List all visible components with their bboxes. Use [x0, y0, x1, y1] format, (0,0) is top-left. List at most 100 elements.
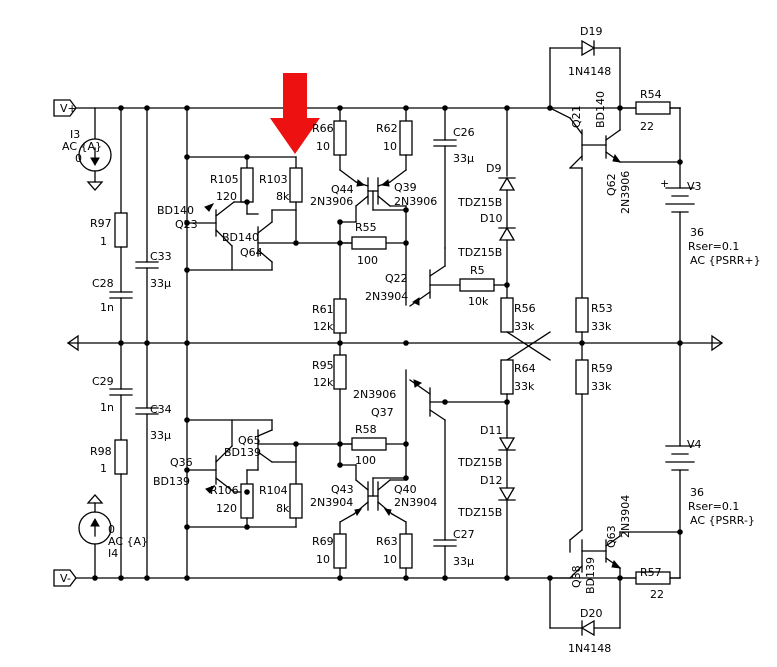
q64-name: Q64: [240, 246, 263, 259]
c34-value: 33μ: [150, 429, 171, 442]
d11-name: D11: [480, 424, 502, 437]
q63-name: Q63: [605, 525, 618, 548]
v4-voltage: 36: [690, 486, 704, 499]
d12-type: TDZ15B: [457, 506, 502, 519]
r64-name: R64: [514, 362, 536, 375]
resistor-r66: [333, 120, 347, 156]
i3-value: 0: [75, 152, 82, 165]
r98-value: 1: [100, 462, 107, 475]
resistor-r106: [240, 483, 254, 519]
q40-name: Q40: [394, 483, 417, 496]
resistor-r55: [351, 236, 387, 250]
r58-name: R58: [355, 423, 377, 436]
q44-name: Q44: [331, 183, 354, 196]
rails: [67, 107, 721, 579]
r55-name: R55: [355, 221, 377, 234]
q40-type: 2N3904: [394, 496, 437, 509]
q21-name: Q21: [570, 105, 583, 128]
r59-name: R59: [591, 362, 613, 375]
q36-name: Q36: [170, 456, 193, 469]
r106-value: 120: [216, 502, 237, 515]
v3-name: V3: [687, 180, 702, 193]
q63-type: 2N3904: [619, 495, 632, 538]
q22-name: Q22: [385, 272, 408, 285]
ground-arrow-right: [711, 334, 724, 352]
resistor-r58: [351, 437, 387, 451]
c33-value: 33μ: [150, 277, 171, 290]
r63-value: 10: [383, 553, 397, 566]
port-vplus: V+: [53, 99, 77, 117]
r104-value: 8k: [276, 502, 290, 515]
i3-spec: AC {A}: [62, 140, 102, 153]
r69-value: 10: [316, 553, 330, 566]
r63-name: R63: [376, 535, 398, 548]
resistor-r104: [289, 483, 303, 519]
r5-value: 10k: [468, 295, 489, 308]
q23-type: BD140: [157, 204, 194, 217]
port-vminus: V-: [53, 569, 77, 587]
r104-name: R104: [259, 484, 288, 497]
d11-type: TDZ15B: [457, 456, 502, 469]
lower-driver-stage: R95 12k 2N3906 Q37 R58 100 Q43 2N3904 Q4…: [310, 342, 508, 579]
v3-rser: Rser=0.1: [688, 240, 739, 253]
lower-vbe-multiplier: Q65 BD139 Q36 BD139 R106 120 R104 8k: [153, 419, 407, 528]
d19-type: 1N4148: [568, 65, 611, 78]
c27-value: 33μ: [453, 555, 474, 568]
d9-type: TDZ15B: [457, 196, 502, 209]
resistor-r61: [333, 298, 347, 334]
c29-name: C29: [92, 375, 114, 388]
i4-value: 0: [108, 523, 115, 536]
q39-type: 2N3906: [394, 195, 437, 208]
r66-value: 10: [316, 140, 330, 153]
d20-name: D20: [580, 607, 602, 620]
q64-type: BD140: [222, 231, 259, 244]
r62-name: R62: [376, 122, 398, 135]
r55-value: 100: [357, 254, 378, 267]
i4-spec: AC {A}: [108, 535, 148, 548]
c34-name: C34: [150, 403, 172, 416]
q65-name: Q65: [238, 434, 261, 447]
highlight-arrow: [270, 73, 320, 154]
resistor-r54: [635, 101, 671, 115]
q43-name: Q43: [331, 483, 354, 496]
r103-value: 8k: [276, 190, 290, 203]
q39-name: Q39: [394, 181, 417, 194]
resistor-r59: [575, 359, 589, 395]
q62-name: Q62: [605, 173, 618, 196]
q43-type: 2N3904: [310, 496, 353, 509]
c28-name: C28: [92, 277, 114, 290]
r64-value: 33k: [514, 380, 535, 393]
r53-value: 33k: [591, 320, 612, 333]
resistor-r103: [289, 167, 303, 203]
output-section: + D19 1N4148 R54 22: [549, 25, 761, 655]
resistor-r5: [459, 278, 495, 292]
resistor-r97: [114, 212, 128, 248]
q62-type: 2N3906: [619, 171, 632, 214]
c26-value: 33μ: [453, 152, 474, 165]
c29-value: 1n: [100, 401, 114, 414]
r97-value: 1: [100, 235, 107, 248]
r5-name: R5: [470, 264, 485, 277]
resistor-r69: [333, 533, 347, 569]
q37-name: Q37: [371, 406, 394, 419]
resistor-r53: [575, 297, 589, 333]
i4-name: I4: [108, 547, 118, 560]
d19-name: D19: [580, 25, 602, 38]
r105-value: 120: [216, 190, 237, 203]
d9-name: D9: [486, 162, 501, 175]
q44-type: 2N3906: [310, 195, 353, 208]
q65-type: BD139: [224, 446, 261, 459]
r95-name: R95: [312, 359, 334, 372]
q21-type: BD140: [594, 91, 607, 128]
r97-name: R97: [90, 217, 112, 230]
v4-name: V4: [687, 438, 702, 451]
r98-name: R98: [90, 445, 112, 458]
r58-value: 100: [355, 454, 376, 467]
q36-type: BD139: [153, 475, 190, 488]
r57-value: 22: [650, 588, 664, 601]
v3-plus: +: [660, 177, 669, 190]
q37-type: 2N3906: [353, 388, 396, 401]
r53-name: R53: [591, 302, 613, 315]
junction-dots: [92, 105, 683, 581]
